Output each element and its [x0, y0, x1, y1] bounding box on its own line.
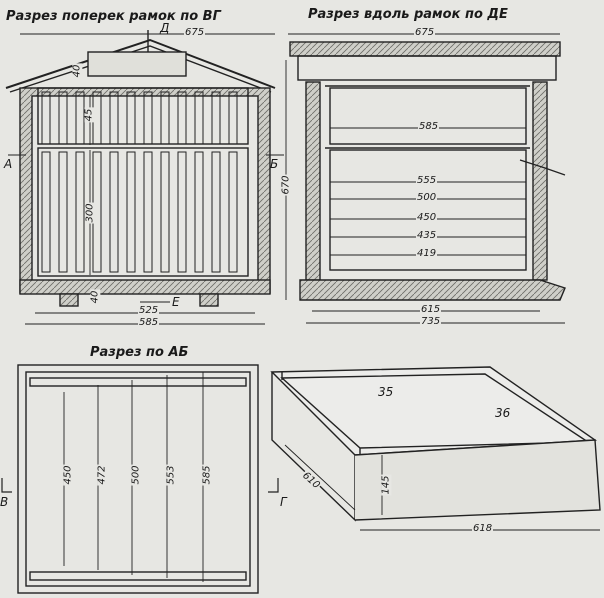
frame-bar — [126, 91, 136, 145]
plan-dim-553: 553 — [165, 464, 177, 486]
frame-bar — [41, 91, 51, 145]
plan-dim-500: 500 — [130, 464, 142, 486]
frame-bar — [177, 91, 187, 145]
frame-bar — [75, 91, 85, 145]
cross-section-drawing — [5, 30, 284, 325]
cs-dim-40b: 40 — [89, 289, 101, 305]
frame-bar — [228, 151, 238, 273]
frame-bar — [211, 91, 221, 145]
ls-dim-735: 735 — [420, 316, 442, 327]
iso-drawing — [270, 366, 601, 531]
ls-dim-450: 450 — [416, 212, 438, 223]
ls-dim-555: 555 — [416, 175, 438, 186]
cs-dim-675: 675 — [184, 27, 206, 38]
plan-label-v: В — [0, 495, 9, 509]
frame-bar — [143, 151, 153, 273]
iso-dim-618: 618 — [472, 523, 494, 534]
cs-label-a: А — [4, 157, 13, 171]
frame-bar — [143, 91, 153, 145]
frame-bar — [109, 151, 119, 273]
cs-label-d: Д — [160, 21, 170, 35]
iso-label-36: 36 — [495, 406, 511, 420]
frame-bar — [126, 151, 136, 273]
cross-section-title: Разрез поперек рамок по ВГ — [6, 9, 221, 24]
frame-bar — [109, 91, 119, 145]
long-section-title: Разрез вдоль рамок по ДЕ — [308, 7, 508, 22]
cs-dim-45: 45 — [83, 107, 95, 123]
frame-bar — [211, 151, 221, 273]
ls-dim-585: 585 — [418, 121, 440, 132]
iso-label-35: 35 — [378, 385, 394, 399]
plan-dim-472: 472 — [96, 464, 108, 486]
frame-bar — [194, 151, 204, 273]
frame-bar — [177, 151, 187, 273]
cs-label-b: Б — [270, 157, 279, 171]
ls-dim-419: 419 — [416, 248, 438, 259]
plan-dim-450: 450 — [62, 464, 74, 486]
frame-bar — [58, 151, 68, 273]
cs-dim-525: 525 — [138, 305, 160, 316]
frame-bar — [58, 91, 68, 145]
frame-bar — [228, 91, 238, 145]
cs-dim-585: 585 — [138, 317, 160, 328]
cs-dim-40: 40 — [71, 63, 83, 79]
iso-dim-145: 145 — [380, 474, 392, 496]
ls-dim-670: 670 — [280, 174, 292, 196]
ls-dim-615: 615 — [420, 304, 442, 315]
frame-bar — [75, 151, 85, 273]
ls-dim-435: 435 — [416, 230, 438, 241]
ls-dim-675: 675 — [414, 27, 436, 38]
ls-dim-500: 500 — [416, 192, 438, 203]
cs-dim-300: 300 — [84, 202, 96, 224]
cs-label-e: Е — [172, 295, 180, 309]
frame-bar — [41, 151, 51, 273]
frame-bar — [160, 91, 170, 145]
plan-title: Разрез по АБ — [90, 345, 189, 360]
frame-bar — [194, 91, 204, 145]
frame-bar — [160, 151, 170, 273]
plan-label-g: Г — [280, 495, 287, 509]
plan-dim-585: 585 — [201, 464, 213, 486]
